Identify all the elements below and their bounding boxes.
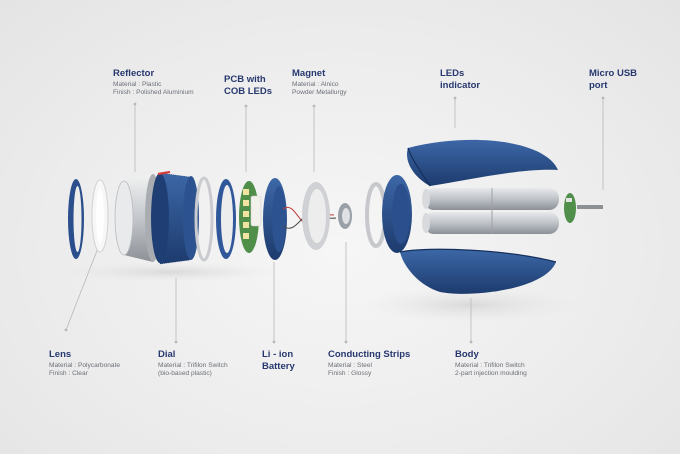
pcb-ring — [216, 179, 236, 259]
spacer-ring — [194, 176, 214, 262]
reflector-details: Material : Plastic Finish : Polished Alu… — [113, 80, 194, 97]
pcb-board — [239, 181, 262, 253]
usb-port-title: Micro USB port — [589, 68, 638, 91]
conducting-strip — [338, 203, 352, 229]
reflector-title: Reflector — [113, 68, 155, 79]
clear-lens-disc — [91, 179, 109, 253]
pcb-title: PCB with COB LEDs — [224, 74, 273, 97]
body-details: Material : Trifilon Switch 2-part inject… — [455, 361, 527, 378]
leader-dots — [64, 96, 605, 344]
body-lower-shell — [400, 249, 556, 294]
lens-ring — [68, 179, 84, 259]
conducting-strips-title: Conducting Strips — [328, 349, 411, 360]
battery-cells — [422, 188, 559, 234]
floor-shadow — [360, 287, 580, 323]
magnet-title: Magnet — [292, 68, 326, 79]
dial-label: Dial Material : Trifilon Switch (bio-bas… — [158, 349, 228, 379]
micro-usb-port — [577, 205, 603, 209]
lens-details: Material : Polycarbonate Finish : Clear — [49, 361, 121, 378]
body-title: Body — [455, 349, 479, 360]
battery-title: Li - ion Battery — [262, 349, 295, 372]
rear-pcb — [564, 193, 576, 223]
conducting-strips-label: Conducting Strips Material : Steel Finis… — [328, 349, 410, 379]
magnet-ring — [302, 182, 330, 250]
magnet-label: Magnet Material : Alnico Powder Metallur… — [292, 68, 347, 98]
battery-label: Li - ion Battery — [262, 349, 295, 372]
leader-lines — [65, 98, 604, 342]
lens-title: Lens — [49, 349, 72, 360]
magnet-details: Material : Alnico Powder Metallurgy — [292, 80, 347, 97]
body-upper-shell — [406, 139, 558, 186]
usb-port-label: Micro USB port — [589, 68, 637, 91]
reflector-label: Reflector Material : Plastic Finish : Po… — [113, 68, 194, 98]
leds-indicator-label: LEDs indicator — [440, 68, 480, 91]
leds-indicator-title: LEDs indicator — [440, 68, 481, 91]
conducting-strips-details: Material : Steel Finish : Glossy — [328, 361, 372, 378]
dial-title: Dial — [158, 349, 176, 360]
body-label: Body Material : Trifilon Switch 2-part i… — [455, 349, 527, 379]
body-front-cap — [382, 175, 412, 253]
dial-details: Material : Trifilon Switch (bio-based pl… — [158, 361, 228, 378]
dial-ring — [151, 170, 199, 265]
battery-cap — [263, 178, 287, 260]
floor-shadow — [60, 262, 280, 282]
pcb-label: PCB with COB LEDs — [224, 74, 272, 97]
lens-label: Lens Material : Polycarbonate Finish : C… — [49, 349, 120, 379]
